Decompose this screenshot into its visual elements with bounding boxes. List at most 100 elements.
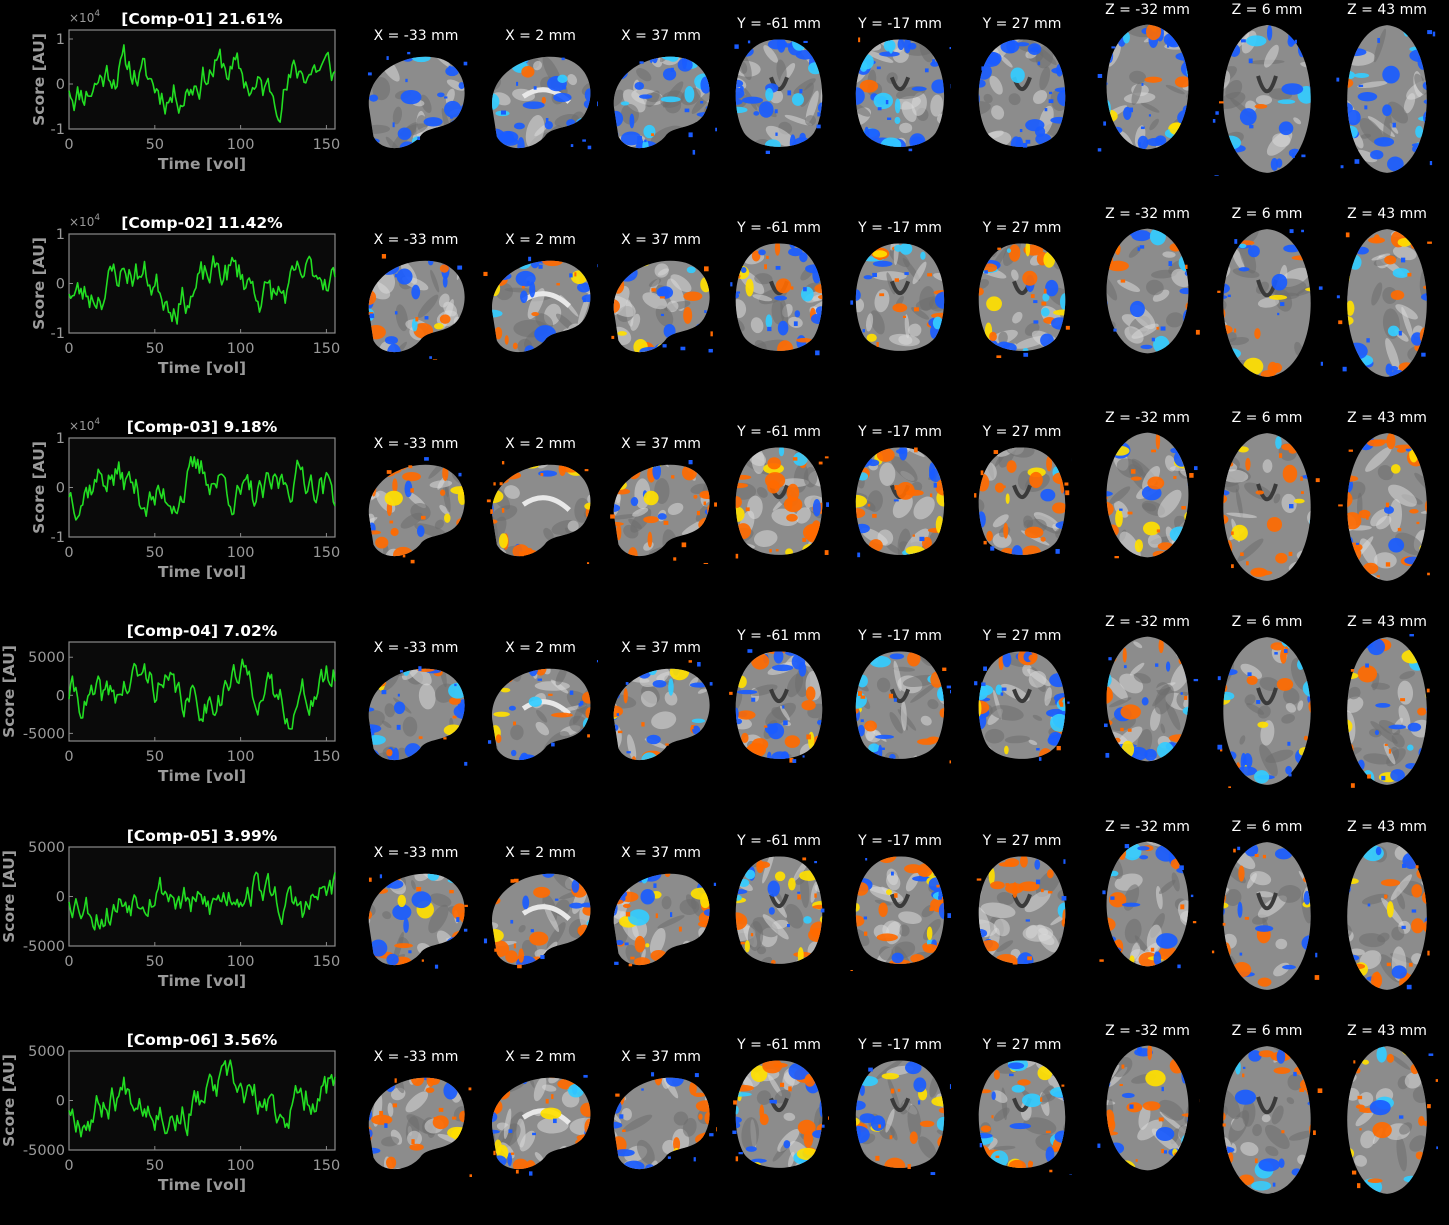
x-tick-label: 50	[146, 545, 164, 561]
brain-slice-image	[1095, 226, 1200, 356]
brain-slice-2: X = 2 mm	[483, 0, 598, 204]
y-tick-label: -5000	[23, 1143, 65, 1159]
y-tick-label: 5000	[28, 840, 65, 856]
brain-slice-image	[360, 1069, 472, 1177]
brain-slice-image	[1336, 226, 1438, 380]
slice-coordinate-label: Y = -17 mm	[849, 220, 951, 236]
brain-slice-1: X = -33 mm	[360, 612, 472, 816]
brain-slice-4: Y = -61 mm	[729, 204, 829, 408]
slice-coordinate-label: Z = -32 mm	[1095, 410, 1200, 426]
x-tick-label: 50	[146, 749, 164, 765]
y-tick-label: 1	[56, 227, 65, 243]
brain-slice-6: Y = 27 mm	[972, 612, 1072, 816]
brain-slice-9: Z = 43 mm	[1336, 1021, 1438, 1225]
brain-slice-1: X = -33 mm	[360, 0, 472, 204]
brain-slice-image	[360, 456, 472, 564]
x-tick-label: 0	[64, 749, 73, 765]
brain-slice-image	[1095, 430, 1200, 560]
slice-coordinate-label: Z = -32 mm	[1095, 206, 1200, 222]
brain-slice-image	[1336, 430, 1438, 584]
slice-coordinate-label: Y = -17 mm	[849, 16, 951, 32]
y-tick-label: 0	[56, 1094, 65, 1110]
slice-coordinate-label: X = 2 mm	[483, 28, 598, 44]
brain-slice-3: X = 37 mm	[605, 204, 717, 408]
x-axis-label: Time [vol]	[158, 155, 246, 173]
brain-slice-image	[605, 1069, 717, 1177]
brain-slice-image	[972, 1057, 1072, 1175]
x-tick-label: 50	[146, 1158, 164, 1174]
slice-coordinate-label: X = 37 mm	[605, 28, 717, 44]
brain-slice-1: X = -33 mm	[360, 204, 472, 408]
brain-slice-image	[729, 240, 829, 358]
brain-slice-8: Z = 6 mm	[1211, 1021, 1323, 1225]
brain-slice-5: Y = -17 mm	[849, 0, 951, 204]
slice-coordinate-label: Y = 27 mm	[972, 220, 1072, 236]
slice-coordinate-label: Y = 27 mm	[972, 1037, 1072, 1053]
x-tick-label: 150	[313, 1158, 341, 1174]
brain-slice-4: Y = -61 mm	[729, 1021, 829, 1225]
y-tick-label: 1	[56, 32, 65, 48]
slice-coordinate-label: X = 2 mm	[483, 640, 598, 656]
axis-exponent: ×104	[69, 9, 100, 25]
x-tick-label: 100	[227, 341, 255, 357]
brain-slice-7: Z = -32 mm	[1095, 817, 1200, 1021]
slice-coordinate-label: Z = 43 mm	[1336, 206, 1438, 222]
brain-slice-3: X = 37 mm	[605, 817, 717, 1021]
slice-coordinate-label: Z = 43 mm	[1336, 1023, 1438, 1039]
slice-coordinate-label: Y = -17 mm	[849, 833, 951, 849]
brain-slice-image	[483, 252, 598, 360]
x-tick-label: 100	[227, 545, 255, 561]
y-tick-label: -1	[51, 122, 65, 138]
brain-slice-7: Z = -32 mm	[1095, 204, 1200, 408]
brain-slice-4: Y = -61 mm	[729, 817, 829, 1021]
slice-coordinate-label: Z = 43 mm	[1336, 410, 1438, 426]
brain-slice-5: Y = -17 mm	[849, 817, 951, 1021]
slice-coordinate-label: Y = -61 mm	[729, 628, 829, 644]
brain-slice-image	[1336, 839, 1438, 993]
brain-slice-image	[605, 48, 717, 156]
slice-coordinate-label: Z = -32 mm	[1095, 1023, 1200, 1039]
slice-coordinate-label: X = 37 mm	[605, 436, 717, 452]
brain-slice-8: Z = 6 mm	[1211, 204, 1323, 408]
slice-coordinate-label: Y = 27 mm	[972, 833, 1072, 849]
component-title: [Comp-04] 7.02%	[127, 622, 278, 640]
slice-coordinate-label: X = -33 mm	[360, 436, 472, 452]
component-title: [Comp-06] 3.56%	[127, 1031, 278, 1049]
x-tick-label: 0	[64, 137, 73, 153]
brain-slice-2: X = 2 mm	[483, 408, 598, 612]
brain-slice-9: Z = 43 mm	[1336, 817, 1438, 1021]
brain-slice-2: X = 2 mm	[483, 1021, 598, 1225]
x-axis-label: Time [vol]	[158, 563, 246, 581]
brain-slice-image	[729, 36, 829, 154]
slice-coordinate-label: X = 37 mm	[605, 640, 717, 656]
brain-slice-image	[1211, 430, 1323, 584]
slice-coordinate-label: X = -33 mm	[360, 28, 472, 44]
y-tick-label: -1	[51, 530, 65, 546]
y-tick-label: 5000	[28, 650, 65, 666]
brain-slice-6: Y = 27 mm	[972, 1021, 1072, 1225]
slice-coordinate-label: Y = -17 mm	[849, 628, 951, 644]
slice-coordinate-label: Z = 6 mm	[1211, 1023, 1323, 1039]
component-title: [Comp-03] 9.18%	[127, 418, 278, 436]
brain-slice-image	[1095, 22, 1200, 152]
brain-slice-image	[972, 648, 1072, 766]
slice-coordinate-label: Y = -61 mm	[729, 220, 829, 236]
brain-slice-image	[483, 456, 598, 564]
brain-slice-2: X = 2 mm	[483, 612, 598, 816]
x-axis-label: Time [vol]	[158, 972, 246, 990]
brain-slice-5: Y = -17 mm	[849, 408, 951, 612]
slice-coordinate-label: Z = 6 mm	[1211, 819, 1323, 835]
x-tick-label: 0	[64, 341, 73, 357]
brain-slice-9: Z = 43 mm	[1336, 0, 1438, 204]
y-tick-label: 0	[56, 481, 65, 497]
brain-slice-3: X = 37 mm	[605, 1021, 717, 1225]
brain-slice-5: Y = -17 mm	[849, 1021, 951, 1225]
